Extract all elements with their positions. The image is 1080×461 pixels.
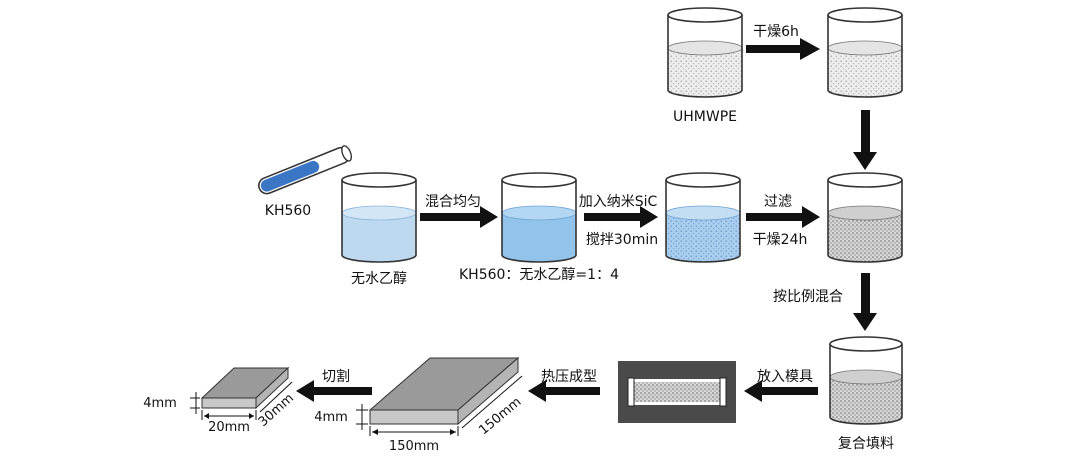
arrow-mix-uniform [420, 206, 498, 228]
label-filter: 过滤 [764, 194, 792, 210]
label-stir: 搅拌30min [586, 232, 658, 248]
arrow-hot-press [528, 380, 600, 402]
arrow-add-sic [584, 206, 658, 228]
label-composite: 复合填料 [838, 435, 894, 452]
arrow-into-mold [744, 380, 818, 402]
label-uhmwpe: UHMWPE [673, 109, 737, 125]
label-into-mold: 放入模具 [757, 369, 813, 385]
sic-suspension-beaker [665, 172, 741, 263]
pressed-plate [356, 356, 523, 436]
label-add-sic: 加入纳米SiC [579, 194, 658, 210]
arrow-cut [296, 380, 372, 402]
label-dim-20: 20mm [208, 420, 250, 435]
composite-filler-beaker [829, 336, 903, 425]
label-dry-24h: 干燥24h [753, 232, 808, 248]
label-ethanol: 无水乙醇 [351, 270, 407, 287]
label-ratio: KH560：无水乙醇=1：4 [459, 266, 619, 283]
arrow-down-2 [853, 273, 877, 331]
mold [618, 361, 736, 423]
label-cut: 切割 [322, 368, 350, 385]
label-mix-uniform: 混合均匀 [425, 194, 481, 210]
dried-uhmwpe-beaker [827, 7, 903, 98]
label-kh560: KH560 [265, 203, 311, 219]
ethanol-beaker [341, 172, 417, 263]
arrow-dry-6h [746, 38, 820, 60]
uhmwpe-beaker [667, 7, 743, 98]
arrow-down-1 [853, 110, 877, 170]
dried-sic-beaker [827, 172, 903, 263]
arrow-filter [746, 206, 820, 228]
label-hot-press: 热压成型 [541, 369, 597, 385]
mixed-solution-beaker [501, 172, 577, 263]
label-dim-4mm-small: 4mm [143, 396, 177, 411]
label-dim-150-w: 150mm [389, 439, 439, 454]
label-dim-4mm-big: 4mm [314, 410, 348, 425]
cut-sample [190, 366, 293, 420]
label-mix-ratio: 按比例混合 [773, 289, 843, 305]
kh560-test-tube [258, 145, 353, 195]
label-dry-6h: 干燥6h [753, 24, 799, 40]
